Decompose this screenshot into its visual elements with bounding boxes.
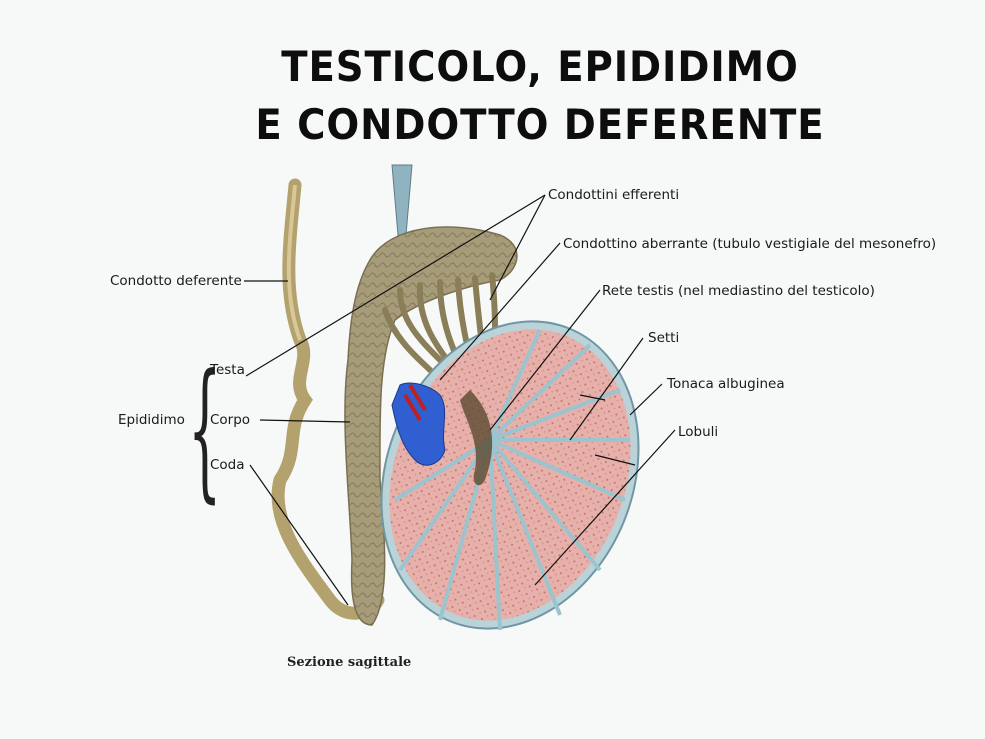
pampiniform-vessels xyxy=(391,382,446,466)
label-rete-testis: Rete testis (nel mediastino del testicol… xyxy=(602,283,875,299)
label-setti: Setti xyxy=(648,330,680,346)
label-condotto-deferente: Condotto deferente xyxy=(110,273,242,289)
testis xyxy=(380,320,640,631)
label-tonaca-albuginea: Tonaca albuginea xyxy=(667,376,785,392)
septa xyxy=(393,329,630,631)
page-title-line-2: E CONDOTTO DEFERENTE xyxy=(255,100,825,149)
label-condottini-efferenti: Condottini efferenti xyxy=(548,187,680,203)
label-corpo: Corpo xyxy=(210,412,251,428)
epididymis xyxy=(344,226,518,626)
label-coda: Coda xyxy=(210,457,245,473)
label-condottino-aberrante: Condottino aberrante (tubulo vestigiale … xyxy=(563,236,937,252)
page-title-line-1: TESTICOLO, EPIDIDIMO xyxy=(281,42,799,91)
caption-sezione-sagittale: Sezione sagittale xyxy=(287,655,412,670)
vas-deferens xyxy=(271,178,385,620)
spermatic-cord xyxy=(391,164,413,236)
epididymis-brace: { xyxy=(188,343,222,517)
leader-lines xyxy=(244,194,676,606)
label-lobuli: Lobuli xyxy=(678,424,719,440)
label-epididimo: Epididimo xyxy=(118,412,185,428)
rete-testis xyxy=(460,390,493,486)
label-testa: Testa xyxy=(210,362,245,378)
